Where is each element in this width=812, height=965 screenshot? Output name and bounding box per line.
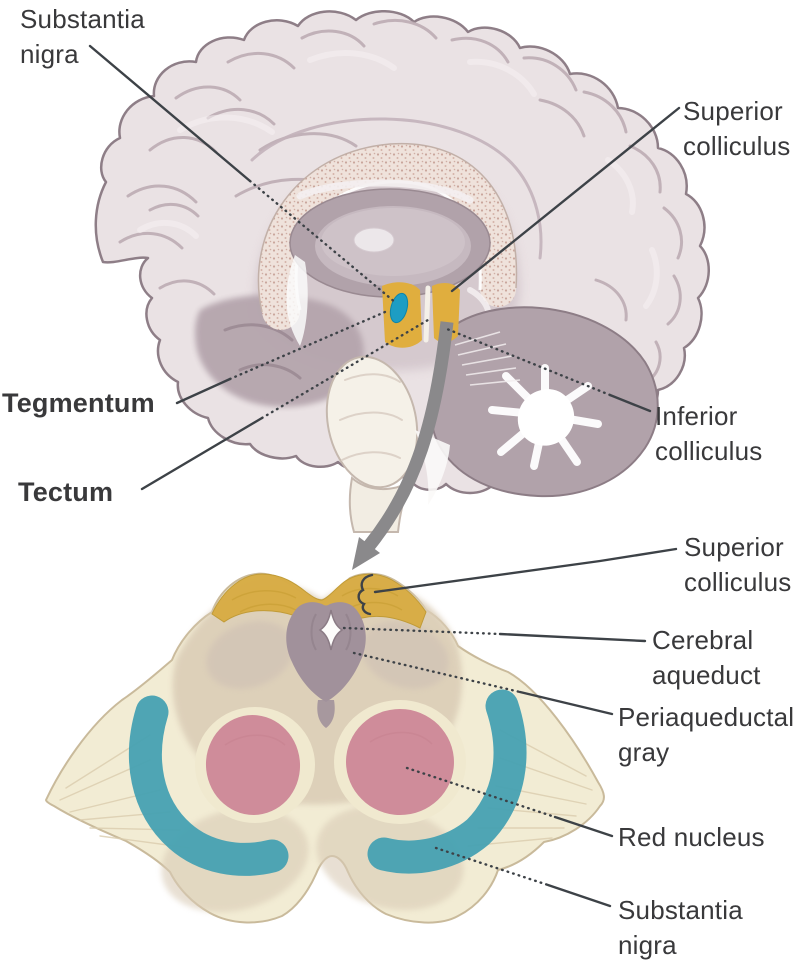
cerebral-aqueduct-lumen [318,609,344,651]
leader-cerebral-aqueduct [342,626,647,643]
cerebellum [415,306,659,505]
midbrain-highlight [382,282,460,348]
leader-red-nucleus [405,766,614,838]
label-tegmentum: Tegmentum [2,388,155,418]
label-substantia-nigra-bottom: Substantia nigra [618,895,743,960]
colliculus-texture [231,587,403,613]
label-cerebral-aqueduct: Cerebral aqueduct [652,625,761,690]
leader-superior-colliculus-bottom [357,547,678,616]
leader-lines [88,44,681,908]
superior-colliculus-brace [357,573,374,616]
arbor-vitae [488,364,602,470]
cortex-gyri-highlights [137,50,660,309]
leader-substantia-nigra-top [88,44,398,305]
leader-inferior-colliculus [445,327,652,413]
label-red-nucleus: Red nucleus [618,822,765,852]
aqueduct-sagittal [423,285,431,343]
label-superior-colliculus-bottom: Superior colliculus [684,532,792,597]
leader-substantia-nigra-bottom [434,846,612,908]
zoom-arrow [352,321,454,570]
label-substantia-nigra-top: Substantia nigra [20,4,145,69]
leader-superior-colliculus-top [450,106,681,293]
label-periaqueductal-gray: Periaqueductal gray [618,702,795,767]
temporal-lobe-shadow [195,294,364,407]
red-nuclei [195,700,466,824]
thalamus [289,188,491,298]
leader-tegmentum [175,310,387,405]
leader-periaqueductal-gray [352,651,614,716]
interthalamic-adhesion [353,227,395,253]
periaqueductal-gray-region [286,602,366,728]
label-superior-colliculus-top: Superior colliculus [683,96,791,161]
red-nucleus-right [346,708,454,816]
substantia-nigra-region [128,689,527,876]
fornix [286,179,493,346]
tectum-region [432,282,460,343]
label-tectum: Tectum [18,477,114,507]
substantia-nigra-right [367,689,527,874]
midbrain-cross-section [45,572,605,924]
substantia-nigra-left [128,695,289,876]
cerebellum-striations [454,331,521,386]
leader-tectum [140,318,430,491]
label-inferior-colliculus: Inferior colliculus [655,401,763,466]
sagittal-brain-view [94,10,710,570]
substantia-nigra-spot [389,292,409,324]
